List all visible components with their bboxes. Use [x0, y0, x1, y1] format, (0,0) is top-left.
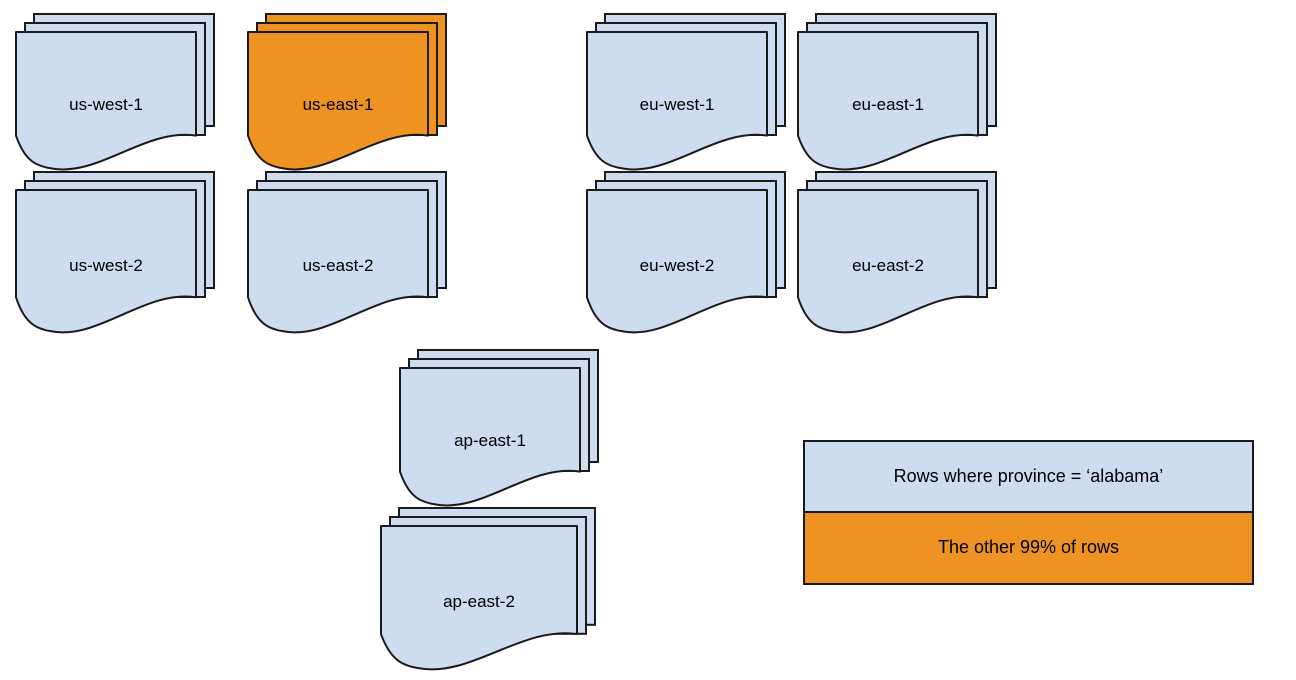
document-stack-ap-east-1[interactable]: ap-east-1: [399, 349, 599, 508]
document-stack-eu-east-1[interactable]: eu-east-1: [797, 13, 997, 172]
stack-sheet-front: [15, 189, 197, 334]
stack-shape-eu-east-2: [797, 171, 997, 334]
stack-shape-us-west-2: [15, 171, 215, 334]
stack-shape-us-east-2: [247, 171, 447, 334]
stack-shape-us-east-1: [247, 13, 447, 171]
stack-sheet-front: [586, 31, 768, 171]
document-stack-eu-west-1[interactable]: eu-west-1: [586, 13, 786, 172]
stack-sheet-front: [247, 31, 429, 171]
stack-sheet-front: [247, 189, 429, 334]
legend-label: The other 99% of rows: [937, 537, 1120, 558]
stack-sheet-front: [797, 189, 979, 334]
document-stack-us-east-2[interactable]: us-east-2: [247, 171, 447, 335]
legend-label: Rows where province = ‘alabama’: [893, 465, 1164, 486]
stack-shape-us-west-1: [15, 13, 215, 171]
stack-shape-ap-east-1: [399, 349, 599, 507]
legend-row-other-rows: The other 99% of rows: [805, 512, 1252, 583]
stack-shape-eu-west-2: [586, 171, 786, 334]
document-stack-us-west-1[interactable]: us-west-1: [15, 13, 215, 172]
stack-shape-eu-west-1: [586, 13, 786, 171]
stack-sheet-front: [399, 367, 581, 507]
document-stack-ap-east-2[interactable]: ap-east-2: [380, 507, 596, 672]
document-stack-us-west-2[interactable]: us-west-2: [15, 171, 215, 335]
document-stack-eu-west-2[interactable]: eu-west-2: [586, 171, 786, 335]
legend: Rows where province = ‘alabama’ The other…: [803, 440, 1254, 585]
document-stack-eu-east-2[interactable]: eu-east-2: [797, 171, 997, 335]
stack-shape-eu-east-1: [797, 13, 997, 171]
stack-sheet-front: [380, 525, 578, 671]
document-stack-us-east-1[interactable]: us-east-1: [247, 13, 447, 172]
legend-row-alabama-rows: Rows where province = ‘alabama’: [805, 442, 1252, 513]
stack-shape-ap-east-2: [380, 507, 596, 671]
stack-sheet-front: [797, 31, 979, 171]
stack-sheet-front: [586, 189, 768, 334]
stack-sheet-front: [15, 31, 197, 171]
